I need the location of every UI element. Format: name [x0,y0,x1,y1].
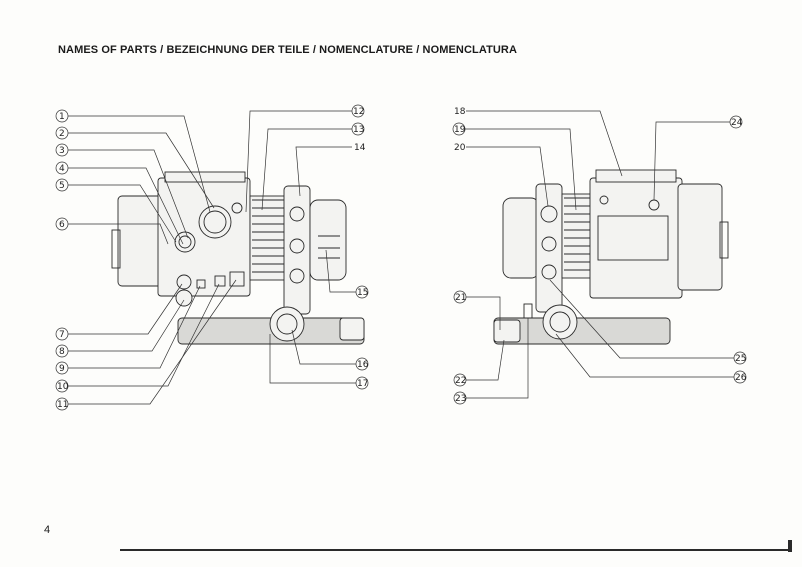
svg-text:7: 7 [59,330,65,340]
svg-text:14: 14 [354,143,366,153]
bottom-rule [120,549,792,551]
right-camera-illustration [493,169,729,345]
svg-text:6: 6 [59,220,65,230]
svg-text:22: 22 [455,376,466,386]
svg-text:20: 20 [454,143,466,153]
left-callouts: 1 2 3 4 5 6 7 8 9 10 11 12 13 [55,104,369,411]
svg-text:19: 19 [454,125,466,135]
svg-text:21: 21 [455,293,466,303]
svg-text:15: 15 [357,288,368,298]
svg-text:12: 12 [353,107,364,117]
svg-text:23: 23 [455,394,466,404]
svg-text:25: 25 [735,354,746,364]
svg-text:16: 16 [357,360,369,370]
svg-text:26: 26 [735,373,747,383]
svg-text:1: 1 [59,112,65,122]
svg-text:13: 13 [353,125,364,135]
svg-text:3: 3 [59,146,65,156]
svg-text:9: 9 [59,364,65,374]
svg-text:10: 10 [57,382,69,392]
svg-text:2: 2 [59,129,65,139]
svg-text:11: 11 [57,400,68,410]
page-title: NAMES OF PARTS / BEZEICHNUNG DER TEILE /… [58,44,518,56]
page-number: 4 [44,524,51,536]
svg-text:18: 18 [454,107,466,117]
svg-text:24: 24 [731,118,743,128]
svg-text:4: 4 [59,164,65,174]
svg-text:17: 17 [357,379,368,389]
svg-text:5: 5 [59,181,65,191]
svg-text:8: 8 [59,347,65,357]
bottom-rule-end [788,540,792,552]
right-callouts: 18 19 20 21 22 23 24 25 26 [452,107,747,405]
left-camera-illustration [111,171,365,345]
